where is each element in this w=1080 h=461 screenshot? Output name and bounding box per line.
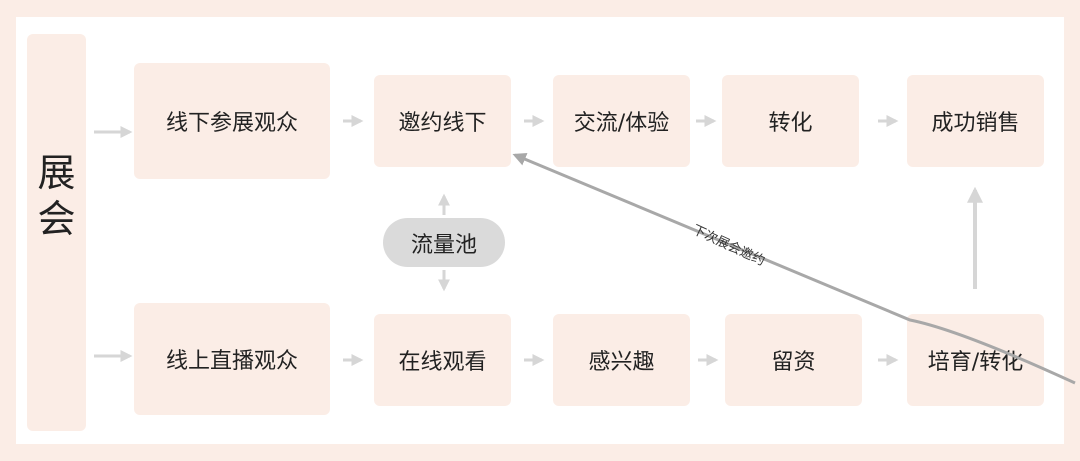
arrow-next-exhibition-invite bbox=[512, 152, 1076, 385]
node-invite-offline: 邀约线下 bbox=[374, 75, 511, 167]
node-label: 邀约线下 bbox=[398, 111, 487, 136]
node-watch-online: 在线观看 bbox=[374, 314, 511, 406]
node-label: 转化 bbox=[768, 111, 813, 136]
node-successful-sale: 成功销售 bbox=[907, 75, 1044, 167]
left-label-exhibition: 展 会 bbox=[37, 151, 76, 241]
node-online-audience: 线上直播观众 bbox=[134, 303, 330, 415]
traffic-pool-label: 流量池 bbox=[410, 232, 477, 258]
node-convert: 转化 bbox=[722, 75, 859, 167]
traffic-pool: 流量池 bbox=[383, 218, 505, 267]
node-leave-contact: 留资 bbox=[725, 314, 862, 406]
node-offline-audience: 线下参展观众 bbox=[134, 63, 330, 179]
left-vertical-bar bbox=[27, 34, 86, 431]
node-label: 留资 bbox=[771, 350, 816, 375]
node-label: 在线观看 bbox=[398, 350, 487, 375]
node-label: 成功销售 bbox=[931, 111, 1020, 136]
node-label: 线下参展观众 bbox=[165, 111, 298, 136]
node-exchange-experience: 交流/体验 bbox=[553, 75, 690, 167]
node-label: 线上直播观众 bbox=[165, 349, 298, 374]
node-interested: 感兴趣 bbox=[553, 314, 690, 406]
node-label: 感兴趣 bbox=[588, 350, 655, 375]
node-label: 交流/体验 bbox=[573, 111, 670, 136]
